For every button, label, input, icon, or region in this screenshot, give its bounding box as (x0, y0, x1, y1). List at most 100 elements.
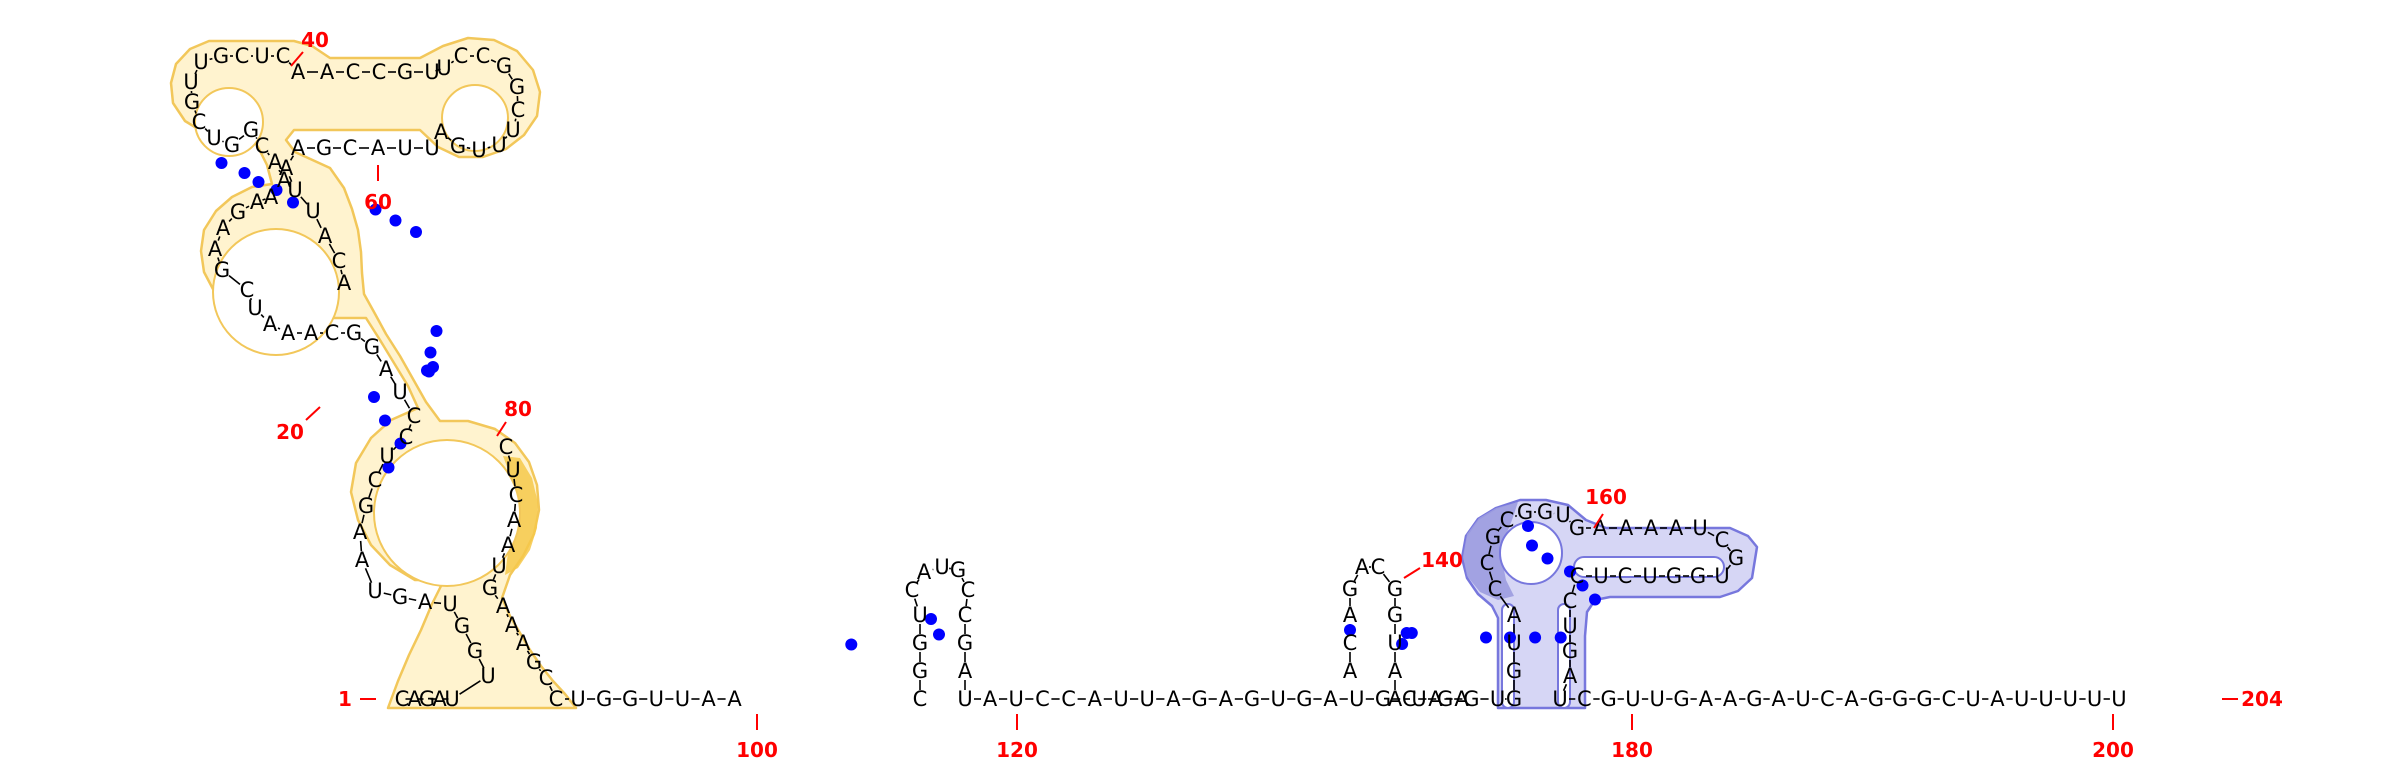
nucleotide: G (454, 614, 470, 638)
nucleotide: C (1480, 551, 1495, 575)
backbone-link (1488, 571, 1494, 581)
nucleotide: G (1506, 659, 1522, 683)
nucleotide: A (516, 631, 531, 655)
nucleotide: C (509, 483, 524, 507)
nucleotide: U (444, 687, 459, 711)
nucleotide: G (1600, 687, 1616, 711)
position-label-204: 204 (2241, 687, 2283, 711)
nucleotide: G (509, 75, 525, 99)
nucleotide: U (1714, 564, 1729, 588)
nucleotide: U (287, 178, 302, 202)
nucleotide: U (424, 60, 439, 84)
position-label-140: 140 (1421, 548, 1463, 572)
backbone-link (1707, 531, 1715, 537)
nucleotide: G (912, 631, 928, 655)
nucleotide: U (491, 133, 506, 157)
backbone-link (277, 327, 281, 330)
base-pair-dot (410, 226, 422, 238)
tick-20 (305, 406, 321, 421)
nucleotide: C (958, 603, 973, 627)
nucleotide: C (399, 425, 414, 449)
loop-hole (1557, 603, 1571, 709)
backbone-link (359, 540, 363, 552)
nucleotide: C (240, 278, 255, 302)
nucleotide: U (1113, 687, 1128, 711)
nucleotide: A (1388, 659, 1403, 683)
nucleotide: G (1728, 546, 1744, 570)
nucleotide: A (701, 687, 716, 711)
backbone-link (504, 136, 508, 139)
position-label-160: 160 (1585, 485, 1627, 509)
nucleotide: G (482, 576, 498, 600)
base-pair-dot (368, 391, 380, 403)
base-pair-dot (379, 414, 391, 427)
nucleotide: U (649, 687, 664, 711)
nucleotide: G (1562, 639, 1578, 663)
tick-140 (1403, 567, 1421, 579)
nucleotide: A (432, 687, 447, 711)
nucleotide: A (337, 271, 352, 295)
base-pair-dot (1541, 552, 1554, 565)
backbone-link (194, 110, 197, 114)
base-pair-dot (389, 214, 402, 227)
base-pair-dot (1526, 539, 1538, 552)
backbone-link (507, 455, 512, 462)
nucleotide: C (1618, 564, 1633, 588)
base-pair-dot (1529, 631, 1542, 644)
backbone-link (217, 236, 221, 241)
nucleotide: U (1555, 503, 1570, 527)
position-label-1: 1 (338, 687, 352, 711)
backbone-link (376, 354, 382, 362)
nucleotide: G (526, 650, 542, 674)
backbone-link (1726, 546, 1732, 552)
backbone-link (513, 478, 516, 487)
nucleotide: U (1349, 687, 1364, 711)
base-pair-dot (252, 176, 265, 188)
base-pair-dot (1396, 638, 1409, 650)
nucleotide: A (983, 687, 998, 711)
nucleotide: U (491, 554, 506, 578)
position-label-100: 100 (736, 738, 778, 762)
nucleotide: A (1454, 687, 1469, 711)
base-pair-dot (845, 638, 858, 651)
base-pair-dot (1480, 631, 1492, 644)
position-label-60: 60 (364, 190, 392, 214)
nucleotide: U (934, 555, 949, 579)
nucleotide: G (1868, 687, 1884, 711)
nucleotide: A (958, 659, 973, 683)
nucleotide: U (1552, 687, 1567, 711)
nucleotide: U (436, 56, 451, 80)
backbone-link (360, 337, 366, 343)
nucleotide: G (213, 44, 229, 68)
nucleotide: U (254, 44, 269, 68)
backbone-link (494, 594, 499, 600)
nucleotide: C (905, 578, 920, 602)
nucleotide: U (2087, 687, 2102, 711)
tick-40 (290, 51, 304, 67)
nucleotide: A (1219, 687, 1234, 711)
nucleotide: A (1388, 687, 1403, 711)
nucleotide: A (304, 321, 319, 345)
nucleotide: U (1692, 516, 1707, 540)
backbone-link (378, 463, 384, 473)
position-label-80: 80 (504, 397, 532, 421)
nucleotide: C (511, 98, 526, 122)
nucleotide: G (1506, 687, 1522, 711)
backbone-link (389, 376, 397, 385)
backbone-link (1382, 573, 1391, 583)
nucleotide: C (961, 578, 976, 602)
base-pair-dot (1554, 631, 1567, 644)
backbone-link (204, 128, 209, 132)
nucleotide: G (467, 639, 483, 663)
nucleotide: G (358, 494, 374, 518)
backbone-link (228, 274, 241, 286)
base-pair-dot (369, 203, 382, 216)
nucleotide: U (912, 603, 927, 627)
nucleotide: A (1088, 687, 1103, 711)
backbone-link (1353, 574, 1359, 582)
nucleotide: C (1035, 687, 1050, 711)
nucleotide: A (1844, 687, 1859, 711)
nucleotide: C (1343, 631, 1358, 655)
